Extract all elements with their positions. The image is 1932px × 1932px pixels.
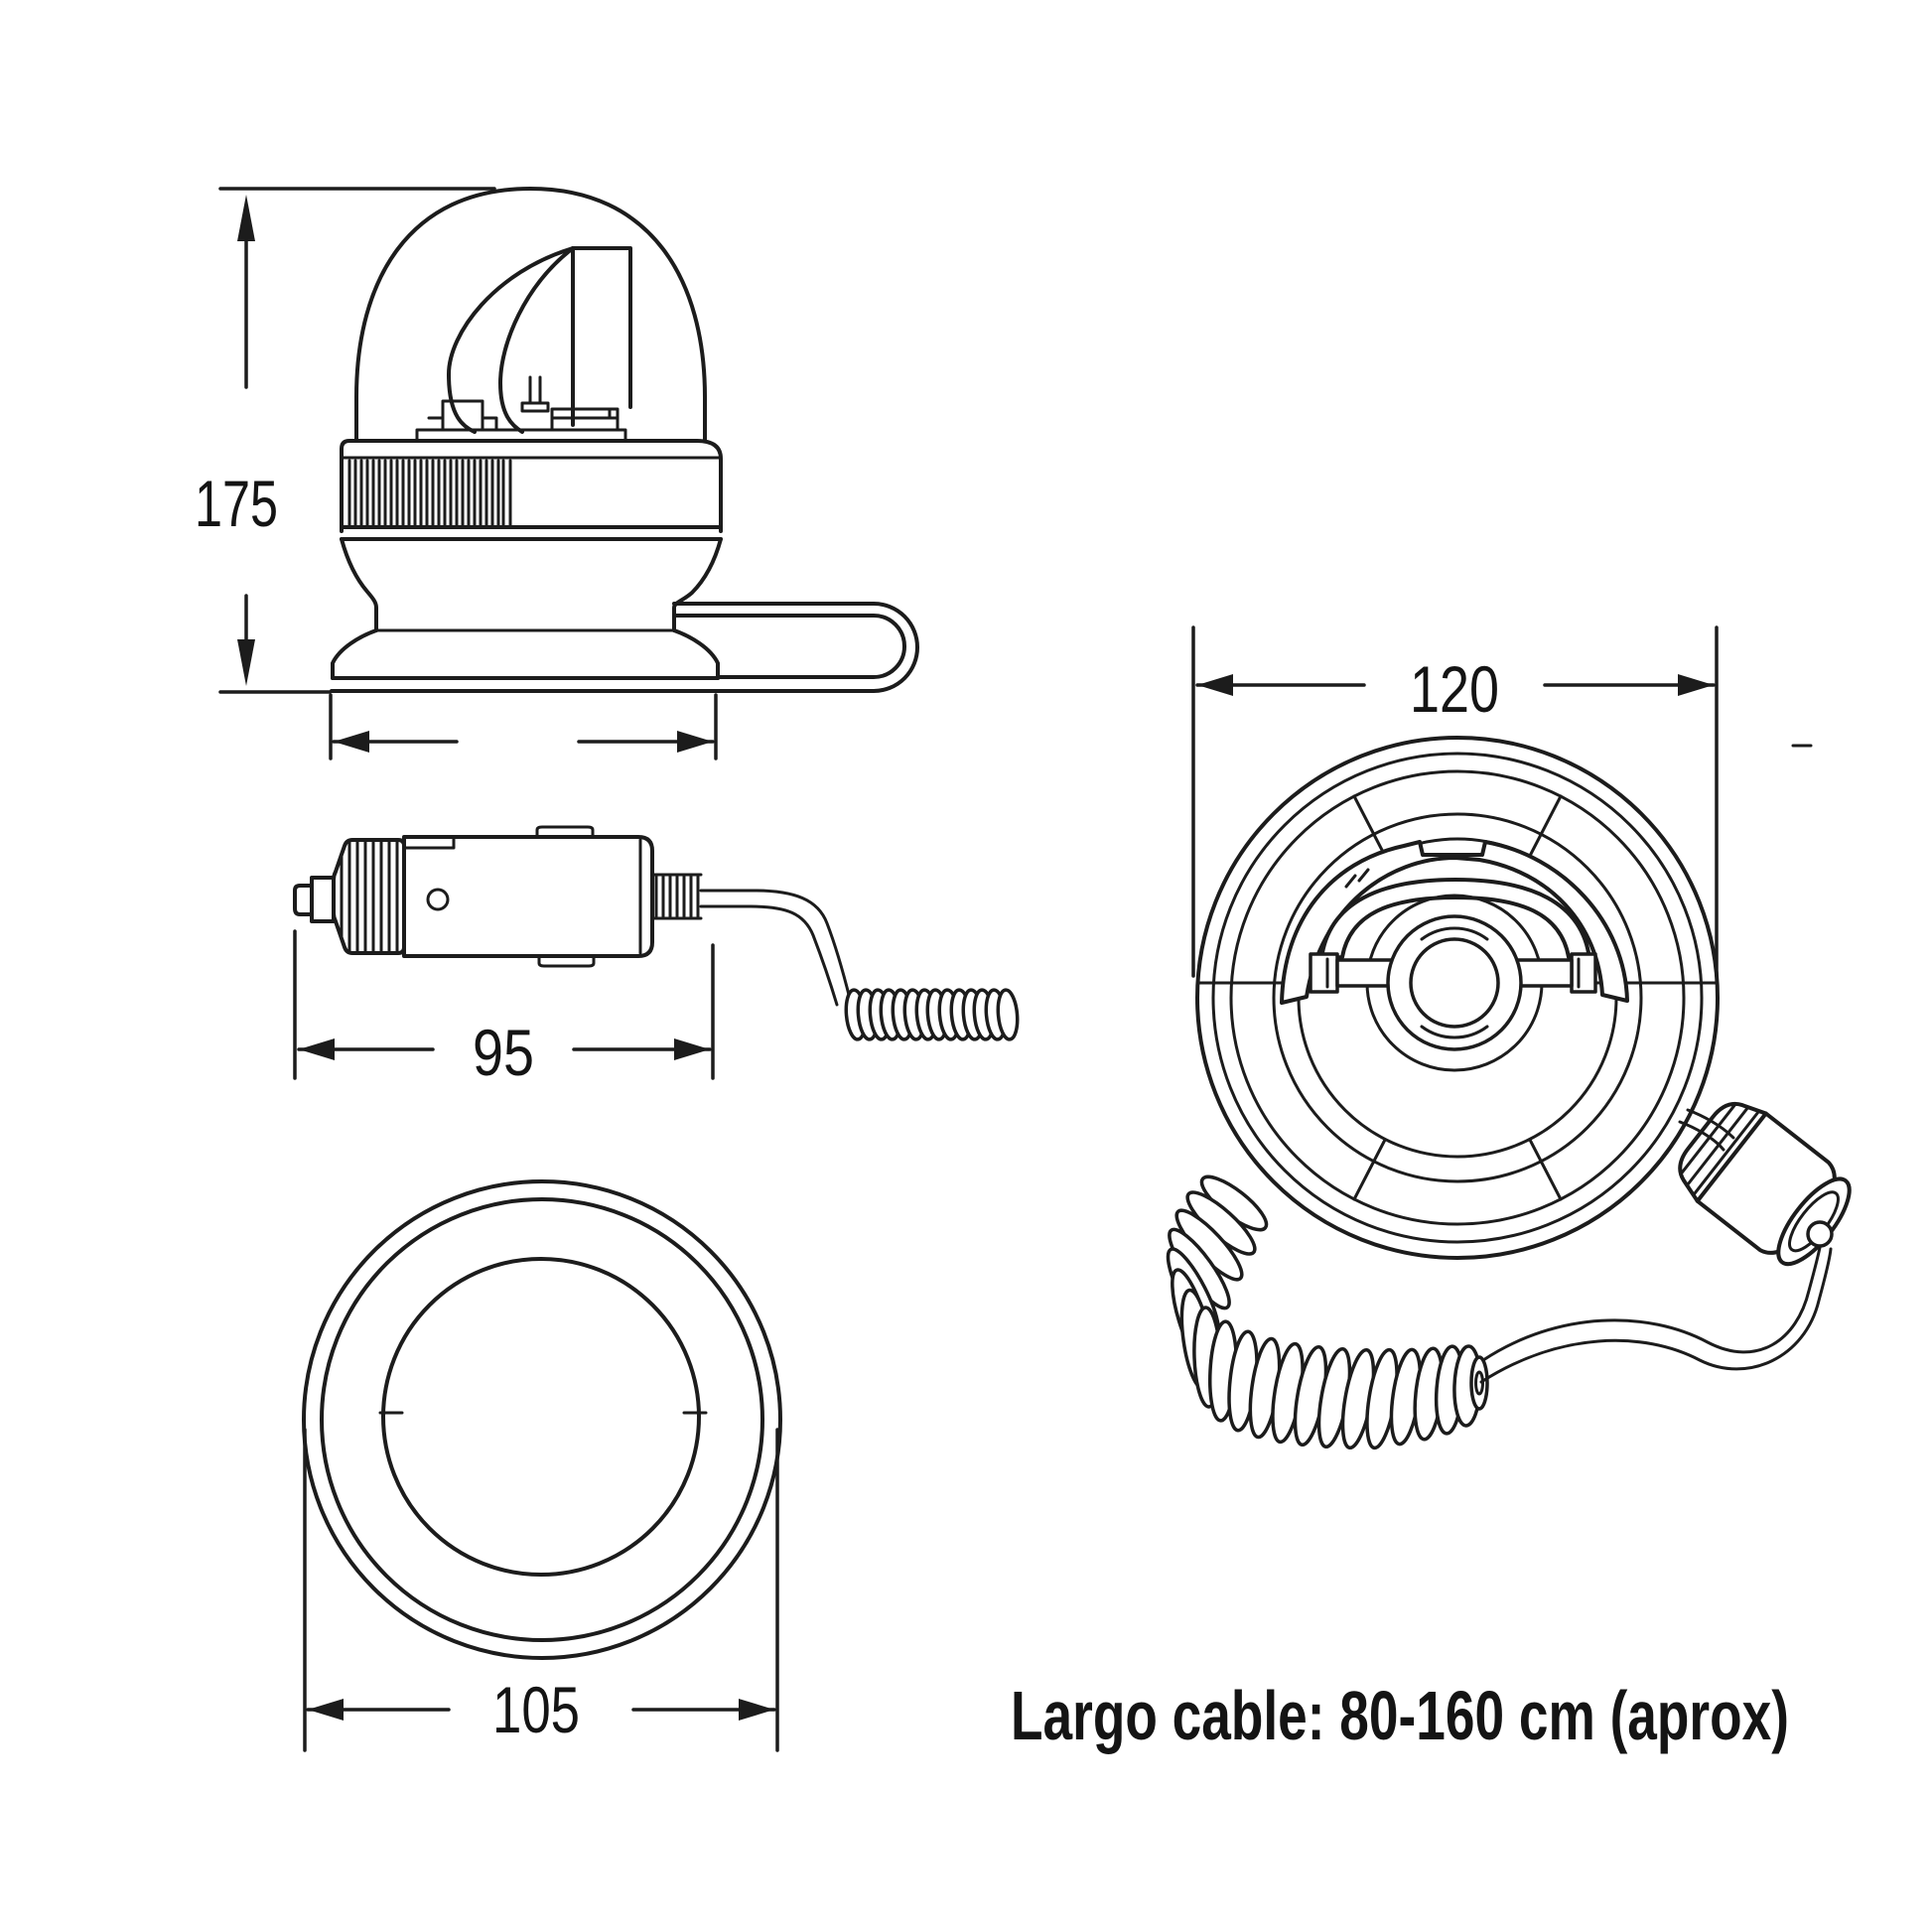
ring-4 [1272,812,1643,1183]
plug-cable-lower [699,904,839,1007]
handle-detail-marks [1344,868,1370,889]
base-left-outline [331,628,378,680]
base-coiled-cable [1166,1174,1489,1450]
extension-lines [1191,625,1719,978]
height-value: 175 [195,467,278,540]
base-view-plug [1678,1101,1852,1267]
side-view-drawing: 175 [195,187,919,760]
middle-circle [320,1197,764,1642]
knurl-ribs [340,839,399,954]
arrow-right-icon [739,1699,774,1721]
plug-coiled-cable [844,988,1020,1041]
plug-knurled-cap [332,838,406,955]
flange-bottom-lines [340,525,723,541]
reflector-crescent-outer [447,246,575,434]
plug-length-dimension: 95 [293,929,715,1089]
flange-rib-hatching [347,459,512,527]
reflector-mirror-edge [571,246,632,427]
cable-length-note: Largo cable: 80-160 cm (aprox) [1011,1677,1789,1754]
plug-body-step [402,835,456,850]
coil-to-plug-cable-upper [1481,1241,1823,1362]
plug-length-value: 95 [473,1016,534,1089]
plug-tip-collar [310,876,336,923]
plug-rear-ribs [1680,1103,1760,1196]
arrow-up-icon [237,195,255,241]
arrow-right-icon [677,731,713,753]
plug-drawing: 95 [293,825,1020,1089]
bar-right-tab [1570,952,1597,994]
plug-tip-contact [1806,1220,1834,1248]
hub-detail-arcs [1420,926,1489,1039]
base-bottom-lines [330,676,720,693]
height-dimension: 175 [195,187,496,694]
rim-to-plug-cable [1678,1108,1735,1152]
flange-outline [340,439,723,533]
extension-lines [303,1428,779,1752]
plug-bottom-clip [537,954,596,968]
plug-body [402,835,654,958]
plug-spring [650,873,703,920]
plug-body-hole [426,888,450,911]
motor-box [550,407,620,432]
plug-top-clip [535,825,595,839]
base-diameter-value: 105 [492,1673,580,1746]
tab-tick-marks [1325,957,1581,989]
bulb-mount [520,375,550,413]
coil-end-hole [1474,1370,1484,1396]
outer-ring [1195,736,1720,1260]
body-left-outline [340,537,378,632]
plug-tip [293,884,314,916]
base-bottom-view-drawing: 120 [1166,625,1852,1450]
base-diameter-dimension: 105 [303,1428,779,1752]
arrow-left-icon [308,1699,344,1721]
plug-cable-upper [699,889,852,1001]
base-width-dimension [329,693,718,760]
body-diameter-dimension: 120 [1191,625,1719,978]
extension-lines [329,693,718,760]
side-cable-loop [672,602,919,693]
ring-3 [1229,769,1686,1226]
mount-block-left [427,399,498,432]
reflector-crescent-inner [498,246,575,434]
spokes [1352,794,1563,1201]
beacon-dome-outline [354,187,707,443]
inner-circle [381,1257,701,1577]
base-right-outline [672,628,720,680]
coil-end-face [1469,1355,1489,1411]
arrow-right-icon [674,1038,710,1060]
outer-circle [302,1179,782,1660]
arrow-left-icon [334,731,369,753]
ring-2 [1211,752,1704,1244]
arrow-right-icon [1678,674,1714,696]
coil-to-plug-cable-lower [1479,1247,1833,1384]
body-diameter-value: 120 [1410,652,1499,726]
arrow-down-icon [237,639,255,686]
arrow-left-icon [1197,674,1233,696]
arrow-left-icon [299,1038,335,1060]
handle-outer-band [1280,840,1629,1005]
extension-lines [293,929,715,1080]
bottom-view-drawing: 105 [302,1179,782,1752]
hub-center-hole [1409,937,1500,1029]
bar-left-tab [1309,952,1339,994]
